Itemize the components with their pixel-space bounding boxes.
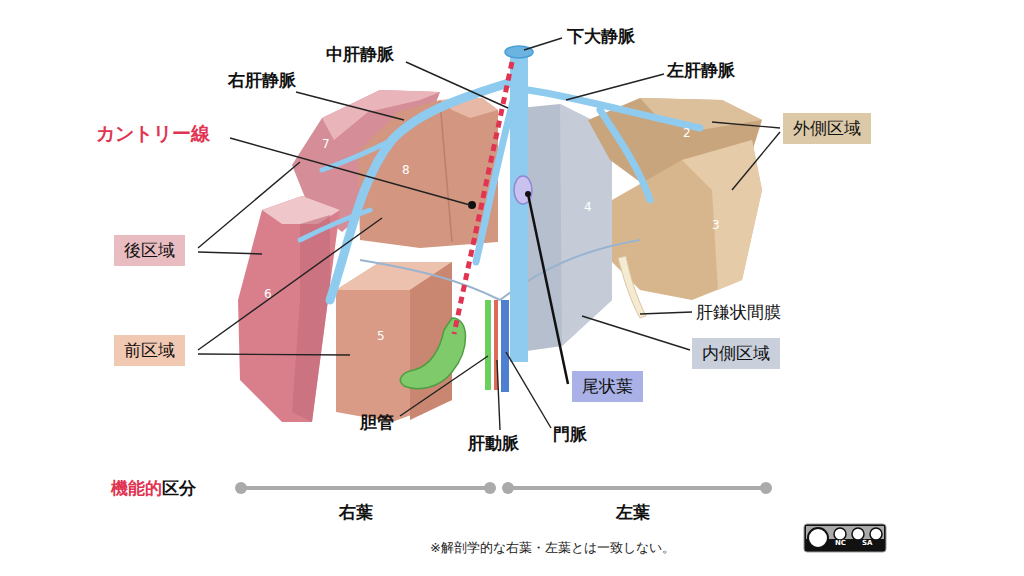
right-hepatic-vein-branches (300, 140, 392, 240)
region-box: 前区域 (114, 335, 185, 366)
part-label: 門脈 (553, 424, 587, 444)
badge-text: BY (813, 536, 823, 544)
vessel-label: 左肝静脈 (667, 60, 735, 80)
region-label: 外側区域 (793, 118, 861, 138)
division-label: 機能的 (111, 478, 162, 498)
region-box: 外側区域 (783, 113, 871, 144)
region-box: 尾状葉 (572, 371, 643, 402)
cc-badge (804, 524, 886, 552)
badge-text: SA (862, 539, 872, 547)
callout-number: 4 (584, 200, 592, 214)
vessel-label: 下大静脈 (567, 26, 635, 46)
region-label: 前区域 (124, 340, 175, 360)
lobe-label: 左葉 (616, 502, 650, 522)
left-hepatic-vein (528, 90, 700, 200)
segment-5 (336, 262, 452, 422)
region-label: 後区域 (124, 240, 175, 260)
portal-vein (501, 300, 509, 392)
vessel-label: 中肝静脈 (326, 44, 394, 64)
division-label: 区分 (162, 478, 196, 498)
callout-number: 7 (322, 137, 330, 151)
segment-6-side (292, 215, 330, 422)
callout-number: 8 (402, 163, 410, 177)
leader-dot (525, 191, 531, 197)
division-bar (235, 482, 772, 494)
cantlie-line (454, 62, 512, 334)
segment-3-side (682, 140, 762, 290)
note: ※解剖学的な右葉・左葉とは一致しない。 (430, 540, 675, 556)
segment-4 (520, 104, 612, 352)
region-box: 内側区域 (692, 338, 780, 369)
portal-branches (360, 240, 640, 300)
leader-line (528, 194, 568, 384)
part-label: 胆管 (360, 412, 394, 432)
middle-hepatic-vein (476, 98, 514, 262)
bile-duct (485, 300, 491, 390)
callout-number: 3 (712, 218, 720, 232)
falciform-ligament (618, 256, 646, 318)
lobe-label: 右葉 (339, 502, 373, 522)
callout-number: 2 (683, 126, 691, 140)
segment-8 (358, 98, 498, 248)
segment-8-edge (440, 102, 452, 242)
part-label: 肝動脈 (468, 433, 519, 453)
cantlie-label: カントリー線 (96, 122, 210, 145)
badge-text: NC (835, 539, 846, 547)
region-label: 内側区域 (702, 343, 770, 363)
vessel-label: 右肝静脈 (228, 70, 296, 90)
callout-number: 5 (377, 329, 385, 343)
leader-lines (198, 38, 780, 430)
region-label: 尾状葉 (582, 376, 633, 396)
part-label: 肝鎌状間膜 (696, 302, 781, 322)
region-box: 後区域 (114, 235, 185, 266)
callout-number: 6 (264, 287, 272, 301)
